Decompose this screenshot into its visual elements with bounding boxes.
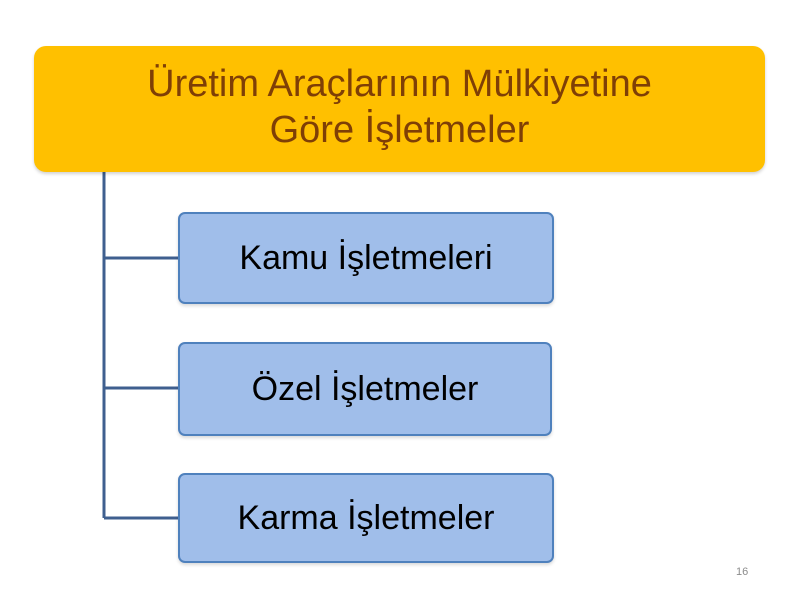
child-node-karma: Karma İşletmeler: [178, 473, 554, 563]
root-node: Üretim Araçlarının Mülkiyetine Göre İşle…: [34, 46, 765, 172]
child-label-ozel: Özel İşletmeler: [251, 369, 479, 408]
child-node-kamu: Kamu İşletmeleri: [178, 212, 554, 304]
child-label-karma: Karma İşletmeler: [237, 498, 495, 537]
root-title: Üretim Araçlarının Mülkiyetine Göre İşle…: [147, 63, 652, 151]
child-label-kamu: Kamu İşletmeleri: [239, 238, 493, 277]
child-node-ozel: Özel İşletmeler: [178, 342, 552, 436]
slide-number: 16: [736, 566, 749, 578]
